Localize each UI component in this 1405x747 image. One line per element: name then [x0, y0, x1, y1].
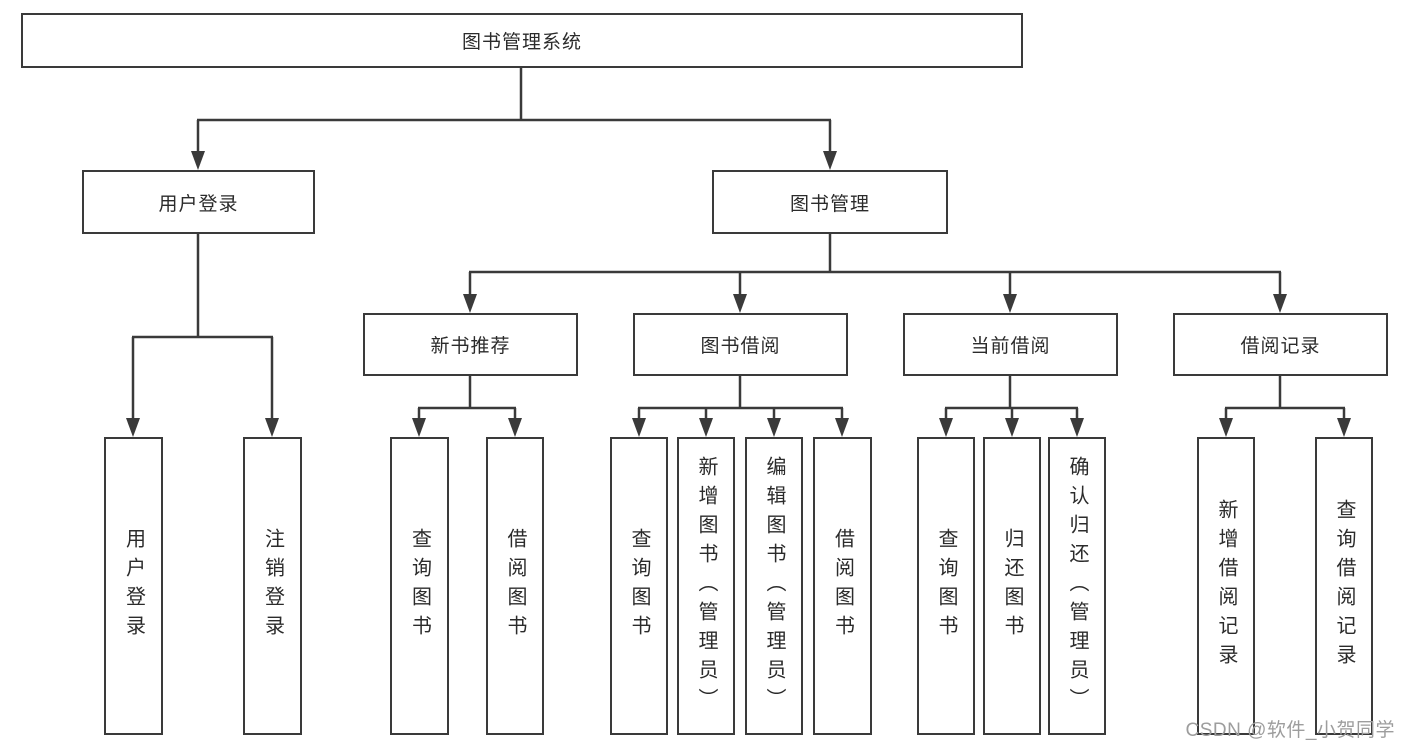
- node-library-system: 图书管理系统: [21, 13, 1023, 68]
- leaf-cb-confirm-return-admin: 确认归还（管理员）: [1048, 437, 1106, 735]
- node-book-management: 图书管理: [712, 170, 948, 234]
- node-borrowing-records: 借阅记录: [1173, 313, 1388, 376]
- leaf-bb-add-books-admin: 新增图书（管理员）: [677, 437, 735, 735]
- leaf-bb-edit-books-admin: 编辑图书（管理员）: [745, 437, 803, 735]
- leaf-nbr-borrow-books: 借阅图书: [486, 437, 544, 735]
- node-label: 归还图书: [1001, 528, 1023, 644]
- node-label: 图书管理: [789, 193, 870, 215]
- leaf-bb-borrow-books: 借阅图书: [813, 437, 872, 735]
- node-label: 确认归还（管理员）: [1066, 455, 1088, 717]
- node-label: 图书管理系统: [461, 32, 582, 53]
- node-label: 查询图书: [408, 528, 431, 644]
- node-book-borrowing: 图书借阅: [633, 313, 848, 376]
- leaf-bb-query-books: 查询图书: [610, 437, 668, 735]
- node-label: 新增借阅记录: [1215, 499, 1237, 673]
- node-label: 新书推荐: [430, 336, 511, 357]
- leaf-logout: 注销登录: [243, 437, 302, 735]
- node-label: 当前借阅: [970, 336, 1051, 357]
- leaf-br-add-record: 新增借阅记录: [1197, 437, 1255, 735]
- node-label: 借阅图书: [831, 528, 854, 644]
- node-label: 查询图书: [628, 528, 650, 644]
- node-label: 注销登录: [261, 528, 284, 644]
- node-user-login: 用户登录: [82, 170, 315, 234]
- node-label: 查询借阅记录: [1333, 499, 1355, 673]
- node-label: 查询图书: [935, 528, 957, 644]
- leaf-br-query-record: 查询借阅记录: [1315, 437, 1373, 735]
- leaf-cb-return-books: 归还图书: [983, 437, 1041, 735]
- watermark: CSDN @软件_小贺同学: [1185, 720, 1395, 741]
- leaf-user-login: 用户登录: [104, 437, 163, 735]
- node-new-book-recommend: 新书推荐: [363, 313, 578, 376]
- node-label: 借阅图书: [504, 528, 526, 644]
- node-label: 用户登录: [122, 528, 145, 644]
- node-label: 编辑图书（管理员）: [763, 455, 785, 717]
- node-label: 用户登录: [158, 193, 239, 215]
- node-label: 新增图书（管理员）: [695, 455, 717, 717]
- leaf-cb-query-books: 查询图书: [917, 437, 975, 735]
- leaf-nbr-query-books: 查询图书: [390, 437, 449, 735]
- node-current-borrowing: 当前借阅: [903, 313, 1118, 376]
- node-label: 借阅记录: [1240, 336, 1321, 357]
- node-label: 图书借阅: [700, 336, 781, 357]
